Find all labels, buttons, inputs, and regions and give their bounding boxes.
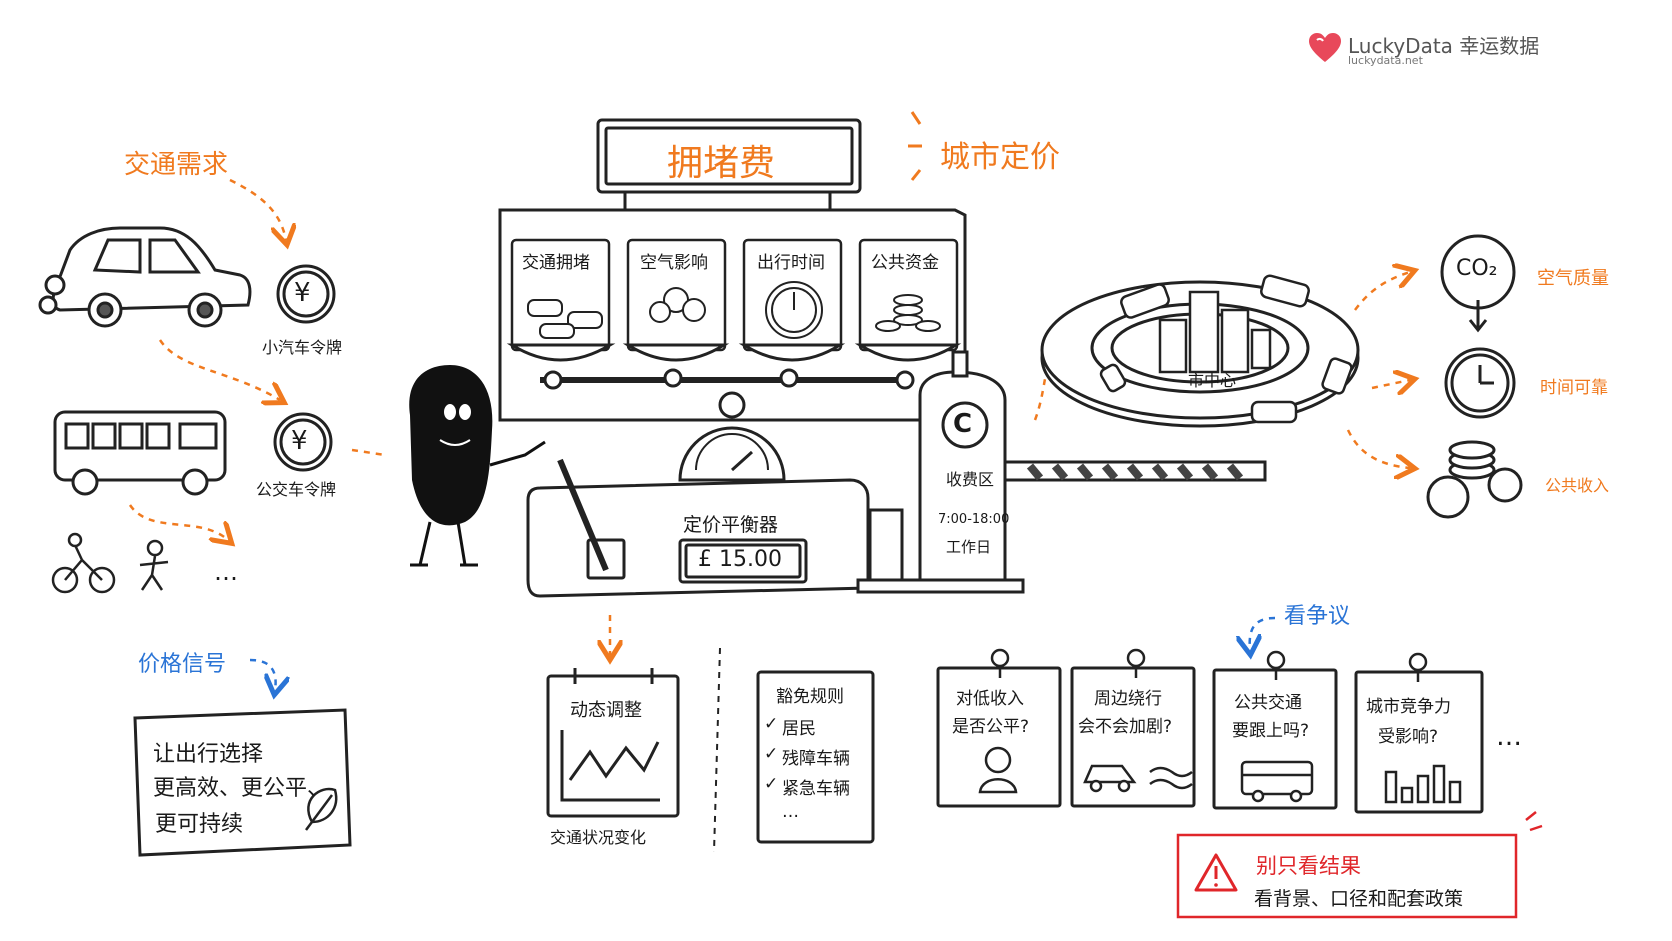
- dynamic-caption: 交通状况变化: [550, 828, 647, 847]
- detour-car-icon: [1083, 764, 1193, 793]
- exemptions-title: 豁免规则: [776, 687, 844, 707]
- price-signal-title: 价格信号: [138, 652, 227, 677]
- note-2-line-2: 会不会加剧?: [1078, 717, 1173, 737]
- scale-pans: [506, 343, 962, 419]
- logo: LuckyData 幸运数据 luckydata.net: [1308, 30, 1540, 70]
- bicycle-icon: [51, 532, 116, 594]
- exemption-item-2: 残障车辆: [782, 749, 850, 769]
- toll-booth: [856, 350, 1025, 594]
- outcome-revenue: 公共收入: [1545, 476, 1610, 495]
- logo-url: luckydata.net: [1348, 54, 1423, 67]
- demand-ellipsis: …: [214, 558, 238, 586]
- controversy-arrow: [1250, 616, 1276, 650]
- exemption-check-3: ✓: [764, 774, 779, 794]
- pushpin-icons: [990, 648, 1428, 682]
- clock-icon: [1444, 347, 1516, 419]
- bus-token-symbol: ¥: [291, 426, 308, 456]
- logo-brand: LuckyData 幸运数据: [1348, 34, 1540, 58]
- car-token-label: 小汽车令牌: [262, 338, 343, 357]
- car-icon: [38, 226, 252, 328]
- car-token-coin: [276, 264, 336, 324]
- dynamic-title: 动态调整: [570, 700, 642, 721]
- exemption-more: …: [782, 802, 799, 822]
- scale-frame: [498, 208, 967, 422]
- note-1-line-1: 对低收入: [956, 689, 1024, 709]
- price-signal-line-1: 让出行选择: [153, 742, 264, 767]
- demand-title: 交通需求: [124, 150, 229, 180]
- character-mascot: [409, 365, 546, 567]
- pricing-balancer-machine: [526, 458, 870, 598]
- controversy-title: 看争议: [1284, 604, 1351, 629]
- warning-title: 别只看结果: [1256, 854, 1361, 878]
- bus-icon: [53, 410, 227, 496]
- price-signal-note: [133, 708, 352, 857]
- pedestrian-icon: [139, 539, 169, 591]
- pan-label-funds: 公共资金: [871, 253, 939, 273]
- exemption-item-3: 紧急车辆: [782, 779, 850, 799]
- pan-label-congestion: 交通拥堵: [522, 253, 590, 273]
- person-icon: [978, 746, 1018, 794]
- congestion-sign: [596, 118, 862, 215]
- toll-days: 工作日: [946, 538, 992, 556]
- toll-symbol: C: [953, 409, 973, 439]
- dynamic-adjust-card: [546, 668, 680, 818]
- city-pricing-title: 城市定价: [940, 140, 1060, 175]
- exemption-item-1: 居民: [782, 719, 816, 739]
- car-token-symbol: ¥: [294, 278, 311, 308]
- bus-token-label: 公交车令牌: [256, 480, 337, 499]
- congestion-sign-title: 拥堵费: [667, 143, 776, 184]
- co2-icon: [1440, 234, 1516, 333]
- divider-dashed: [713, 647, 721, 853]
- outcome-time: 时间可靠: [1540, 378, 1608, 398]
- city-center-label: 市中心: [1188, 371, 1237, 390]
- pan-label-air: 空气影响: [640, 253, 708, 273]
- co2-label: CO₂: [1456, 256, 1498, 281]
- heart-logo-icon: [1309, 33, 1341, 62]
- warning-body: 看背景、口径和配套政策: [1254, 888, 1464, 910]
- pan-label-time: 出行时间: [757, 253, 825, 273]
- bus-small-icon: [1240, 760, 1314, 803]
- outcome-air: 空气质量: [1537, 268, 1609, 289]
- coins-icon: [1426, 440, 1523, 519]
- controversy-more: …: [1496, 722, 1522, 752]
- toll-barrier: [1003, 460, 1267, 482]
- price-signal-arrow: [249, 658, 276, 690]
- note-2-line-1: 周边绕行: [1094, 689, 1162, 709]
- bar-chart-icon: [1384, 764, 1462, 804]
- price-signal-line-3: 更可持续: [155, 812, 244, 837]
- toll-hours: 7:00-18:00: [938, 512, 1010, 527]
- price-display: £ 15.00: [698, 547, 782, 572]
- toll-zone-label: 收费区: [946, 470, 995, 489]
- balance-gauge: [678, 426, 786, 482]
- note-1-line-2: 是否公平?: [952, 717, 1030, 737]
- machine-label: 定价平衡器: [683, 514, 779, 536]
- warning-box: [1176, 811, 1543, 919]
- note-3-line-2: 要跟上吗?: [1232, 721, 1310, 741]
- city-buildings: [1158, 290, 1272, 374]
- exemptions-card: [756, 670, 875, 844]
- note-3-line-1: 公共交通: [1234, 693, 1302, 713]
- exemption-check-2: ✓: [764, 744, 779, 764]
- exemption-check-1: ✓: [764, 714, 779, 734]
- price-signal-line-2: 更高效、更公平、: [153, 776, 330, 801]
- ring-vehicles: [1099, 274, 1353, 424]
- note-4-line-1: 城市竞争力: [1366, 697, 1451, 717]
- leaf-icon: [304, 787, 338, 831]
- note-4-line-2: 受影响?: [1378, 727, 1439, 747]
- bus-token-coin: [273, 412, 333, 472]
